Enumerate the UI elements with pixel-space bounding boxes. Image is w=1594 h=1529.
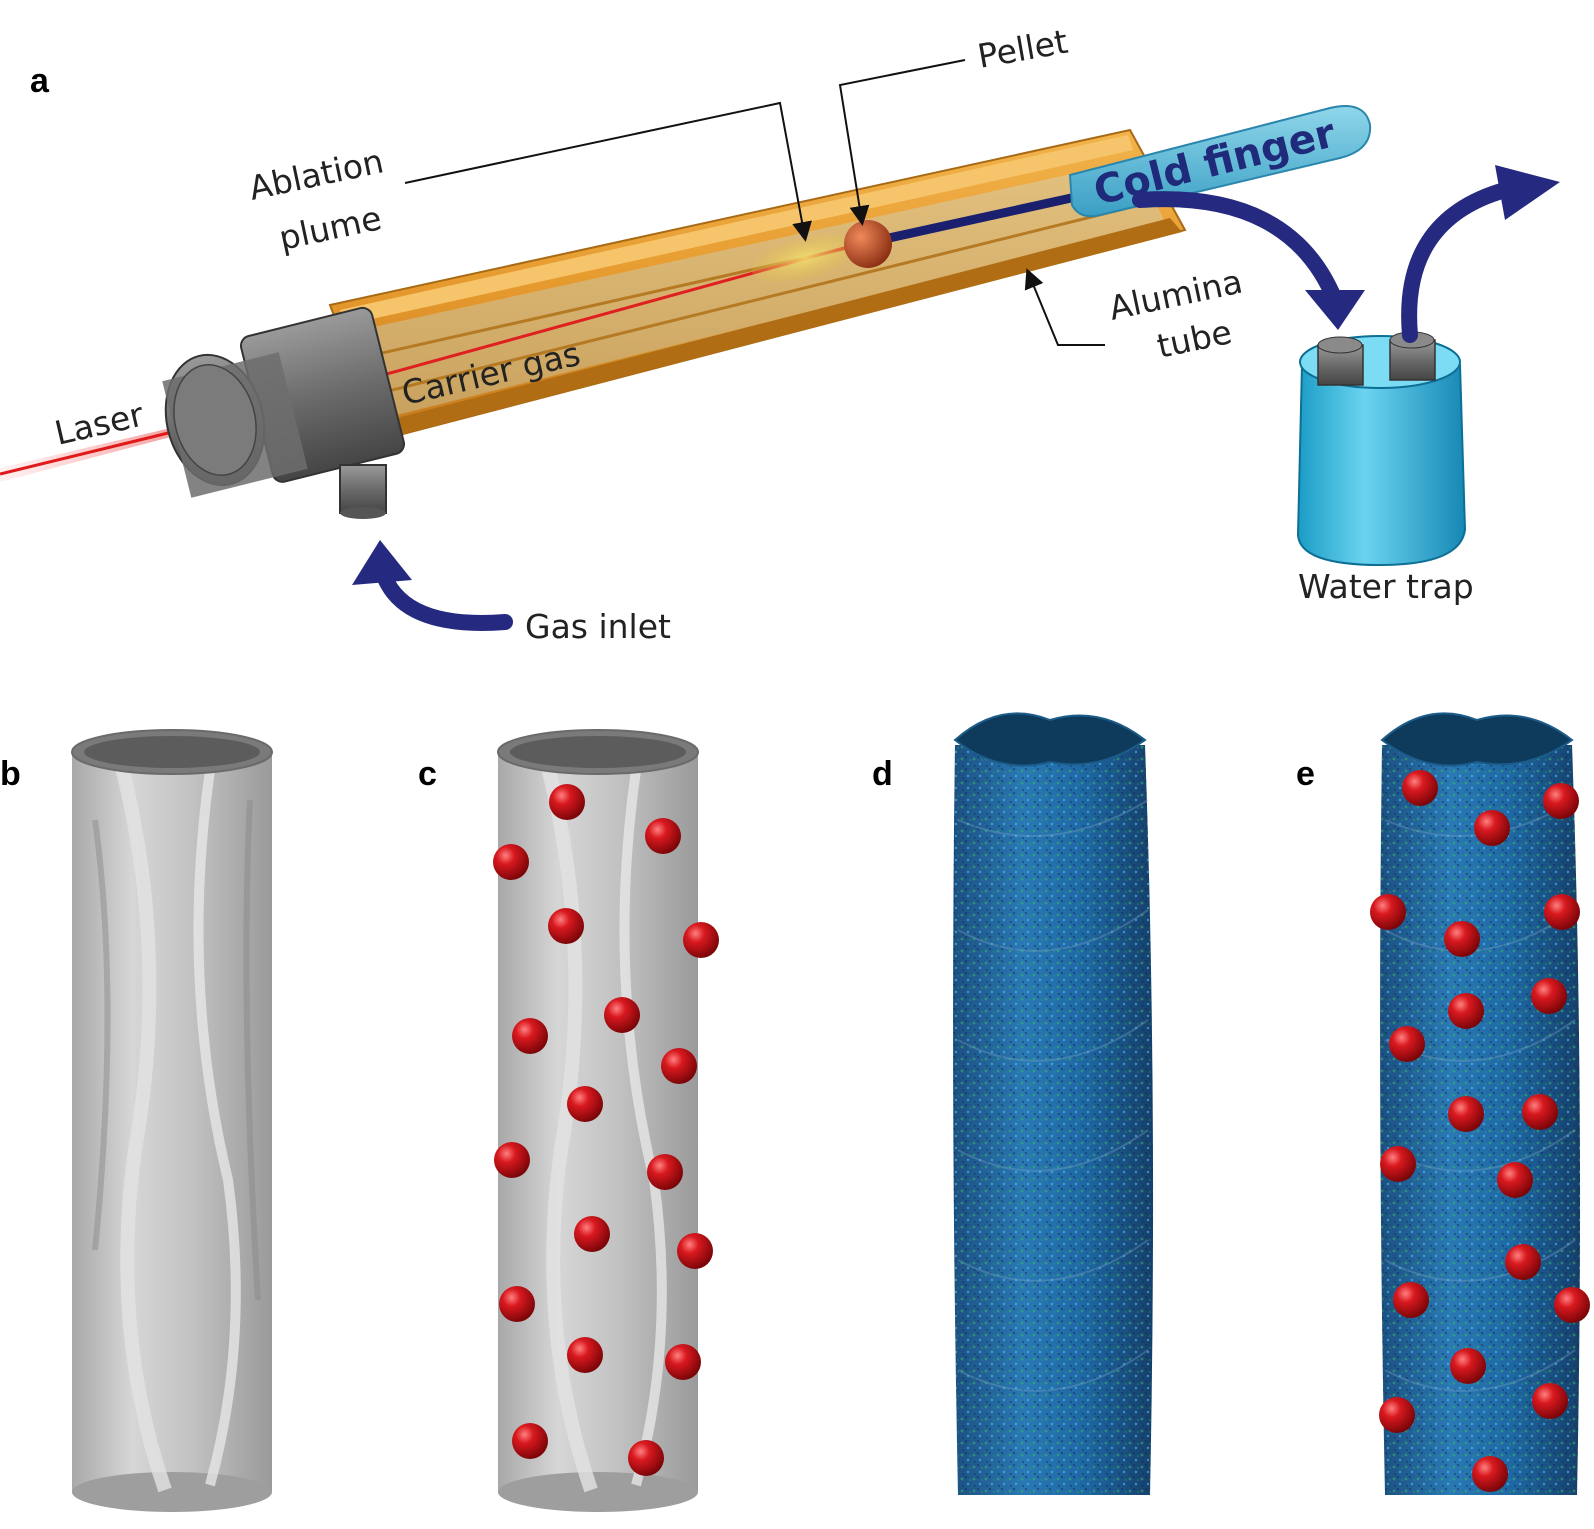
bead-c-18 — [628, 1440, 664, 1476]
bead-e-12 — [1380, 1146, 1416, 1182]
bead-e-3 — [1474, 810, 1510, 846]
ablation-plume — [751, 234, 859, 282]
bead-c-13 — [677, 1233, 713, 1269]
bead-e-20 — [1472, 1456, 1508, 1492]
bead-e-5 — [1544, 894, 1580, 930]
bead-e-18 — [1532, 1383, 1568, 1419]
bead-c-1 — [549, 784, 585, 820]
bead-e-2 — [1543, 783, 1579, 819]
bead-e-1 — [1402, 770, 1438, 806]
cold-finger — [1068, 105, 1372, 218]
nanotube-c — [497, 729, 699, 1512]
bead-c-17 — [512, 1423, 548, 1459]
bead-c-7 — [512, 1018, 548, 1054]
gas-inlet-label: Gas inlet — [525, 607, 671, 646]
bead-e-6 — [1444, 921, 1480, 957]
bead-c-11 — [647, 1154, 683, 1190]
bead-e-16 — [1554, 1287, 1590, 1323]
water-trap — [1296, 331, 1467, 567]
bead-e-10 — [1448, 1096, 1484, 1132]
arrow-heads — [352, 165, 1560, 585]
leader-lines — [404, 59, 1105, 346]
gas-inlet-arrow-head — [352, 540, 412, 585]
bead-c-8 — [661, 1048, 697, 1084]
bead-e-9 — [1389, 1026, 1425, 1062]
bead-e-7 — [1531, 978, 1567, 1014]
bead-c-15 — [567, 1337, 603, 1373]
pellet — [844, 220, 892, 268]
end-cap — [162, 306, 406, 519]
bead-c-3 — [493, 844, 529, 880]
arrow-to-trap-head — [1305, 290, 1365, 330]
bead-e-8 — [1448, 993, 1484, 1029]
bead-c-2 — [645, 818, 681, 854]
bead-c-4 — [548, 908, 584, 944]
panel-d-letter: d — [872, 755, 893, 793]
ablation-leader — [404, 101, 812, 242]
bead-e-13 — [1497, 1162, 1533, 1198]
beads-e — [1370, 770, 1590, 1492]
bead-c-12 — [574, 1216, 610, 1252]
bead-e-17 — [1450, 1348, 1486, 1384]
composite-tube-d — [953, 712, 1154, 1495]
alumina-leader — [1024, 268, 1105, 346]
pellet-rod — [879, 190, 1086, 245]
bead-e-14 — [1505, 1244, 1541, 1280]
arrow-out-head — [1495, 165, 1560, 220]
bead-c-5 — [683, 922, 719, 958]
bead-c-14 — [499, 1286, 535, 1322]
alumina-label-line2: tube — [1154, 312, 1236, 366]
bead-e-4 — [1370, 894, 1406, 930]
flow-arrows — [374, 182, 1513, 631]
water-trap-label: Water trap — [1298, 567, 1474, 606]
panel-b-letter: b — [0, 755, 21, 793]
ablation-label-line1: Ablation — [246, 141, 387, 207]
composite-tube-d-swirls — [957, 799, 1149, 1392]
panel-e-letter: e — [1296, 755, 1315, 793]
bead-c-16 — [665, 1344, 701, 1380]
ablation-label-line2: plume — [276, 198, 385, 258]
bead-e-11 — [1522, 1094, 1558, 1130]
bead-e-15 — [1393, 1282, 1429, 1318]
pellet-leader — [838, 59, 966, 226]
bead-e-19 — [1379, 1397, 1415, 1433]
panel-c-letter: c — [418, 755, 437, 793]
nanotube-b — [71, 729, 273, 1512]
bead-c-10 — [494, 1142, 530, 1178]
bead-c-9 — [567, 1086, 603, 1122]
bead-c-6 — [604, 997, 640, 1033]
beads-c — [493, 784, 719, 1476]
pellet-label: Pellet — [975, 22, 1071, 76]
panel-a-letter: a — [30, 62, 50, 100]
